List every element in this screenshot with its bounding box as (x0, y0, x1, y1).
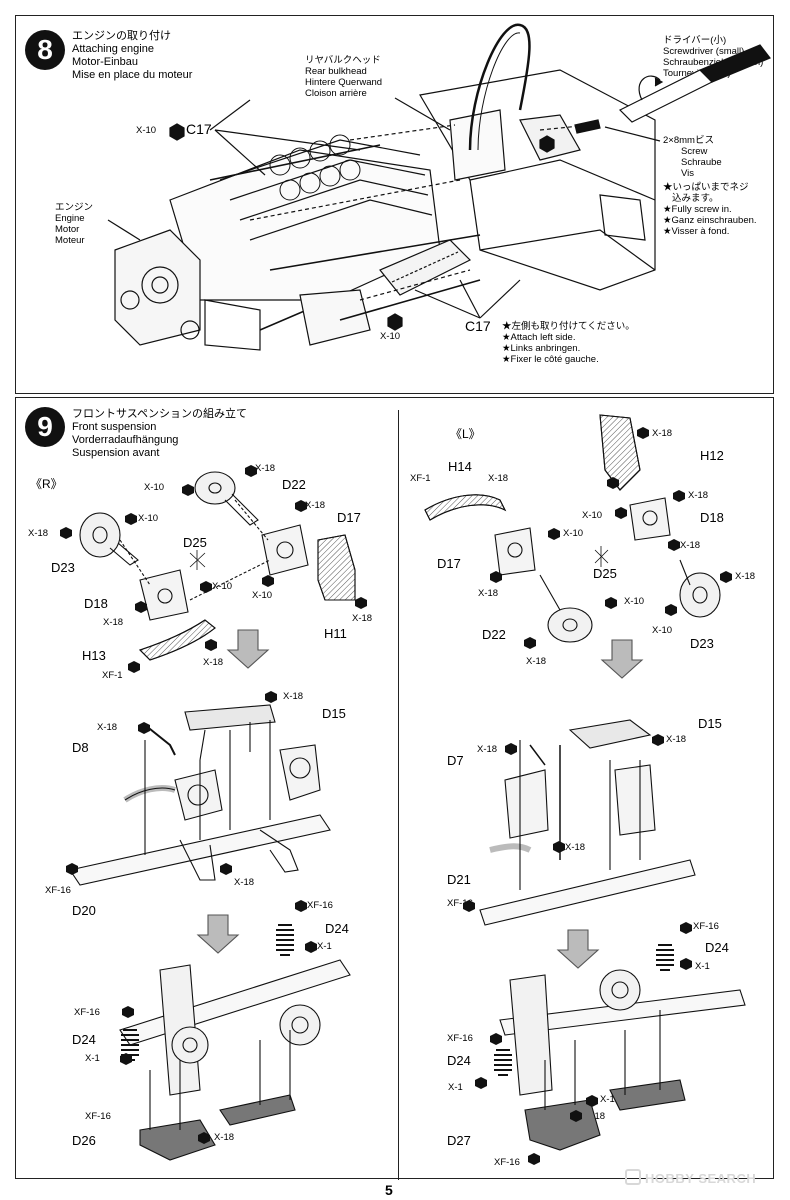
screw-note: ★いっぱいまでネジ 込みます。 ★Fully screw in. ★Ganz e… (663, 182, 757, 237)
fastener-x10-bottom: X-10 (380, 331, 401, 342)
fastener-x18: X-18 (652, 428, 673, 439)
part-d24-l-left: D24 (447, 1053, 471, 1068)
fastener-x18: X-18 (352, 613, 373, 624)
fastener-xf16: XF-16 (74, 1007, 100, 1018)
engine-label: エンジン Engine Motor Moteur (55, 202, 94, 246)
part-d7-l: D7 (447, 753, 464, 768)
step-8-frame (15, 15, 774, 394)
fastener-x18: X-18 (477, 744, 498, 755)
fastener-x18: X-18 (666, 734, 687, 745)
fastener-x18: X-18 (600, 1094, 621, 1105)
fastener-xf16: XF-16 (447, 1033, 473, 1044)
part-d27-l: D27 (447, 1133, 471, 1148)
fastener-xf16: XF-16 (45, 885, 71, 896)
part-d21-l: D21 (447, 872, 471, 887)
screw-label: 2×8mmビス Screw Schraube Vis (663, 135, 722, 179)
fastener-x10: X-10 (212, 581, 233, 592)
part-d8-r: D8 (72, 740, 89, 755)
part-d26-r: D26 (72, 1133, 96, 1148)
part-d22-l: D22 (482, 627, 506, 642)
fastener-x10: X-10 (144, 482, 165, 493)
rear-bulkhead-label: リヤバルクヘッド Rear bulkhead Hintere Querwand … (305, 55, 383, 99)
part-d17-l: D17 (437, 556, 461, 571)
part-d17-r: D17 (337, 510, 361, 525)
fastener-x18: X-18 (234, 877, 255, 888)
part-d24-r-top: D24 (325, 921, 349, 936)
fastener-x10-top: X-10 (136, 125, 157, 136)
fastener-xf1: XF-1 (102, 670, 123, 681)
watermark: HOBBY SEARCH (625, 1169, 756, 1186)
fastener-xf16: XF-16 (494, 1157, 520, 1168)
part-c17-top: C17 (186, 121, 212, 137)
right-side-label: 《R》 (30, 477, 63, 491)
part-d18-r: D18 (84, 596, 108, 611)
part-d20-r: D20 (72, 903, 96, 918)
fastener-x18: X-18 (203, 657, 224, 668)
watermark-text: HOBBY SEARCH (645, 1171, 757, 1186)
fastener-x18: X-18 (688, 490, 709, 501)
fastener-x10: X-10 (252, 590, 273, 601)
fastener-x18: X-18 (526, 656, 547, 667)
part-d23-l: D23 (690, 636, 714, 651)
step-9-title: フロントサスペンションの組み立て Front suspension Vorder… (72, 408, 248, 459)
fastener-x10: X-10 (563, 528, 584, 539)
step-8-number: 8 (25, 30, 65, 70)
watermark-logo-icon (625, 1169, 641, 1185)
part-h13-r: H13 (82, 648, 106, 663)
left-side-label: 《L》 (450, 427, 481, 441)
part-h11-r: H11 (324, 626, 347, 641)
fastener-x1: X-1 (317, 941, 332, 952)
fastener-x18: X-18 (680, 540, 701, 551)
step-9-divider (398, 410, 399, 1180)
part-d24-l-top: D24 (705, 940, 729, 955)
page-number: 5 (385, 1182, 393, 1198)
part-d25-r: D25 (183, 535, 207, 550)
fastener-x10: X-10 (138, 513, 159, 524)
fastener-x18: X-18 (488, 473, 509, 484)
part-h14-l: H14 (448, 459, 472, 474)
fastener-x1: X-1 (695, 961, 710, 972)
fastener-x18: X-18 (28, 528, 49, 539)
fastener-xf1: XF-1 (410, 473, 431, 484)
engine-assembly-drawing (107, 23, 771, 351)
fastener-x18: X-18 (305, 500, 326, 511)
left-side-note: ★左側も取り付けてください。 ★Attach left side. ★Links… (502, 321, 635, 365)
fastener-x1: X-1 (448, 1082, 463, 1093)
part-d23-r: D23 (51, 560, 75, 575)
part-d15-l: D15 (698, 716, 722, 731)
part-d24-r-left: D24 (72, 1032, 96, 1047)
part-h12-l: H12 (700, 448, 724, 463)
fastener-x18: X-18 (478, 588, 499, 599)
fastener-x18: X-18 (103, 617, 124, 628)
part-c17-bottom: C17 (465, 318, 491, 334)
fastener-x10: X-10 (582, 510, 603, 521)
fastener-x1: X-1 (85, 1053, 100, 1064)
fastener-x18: X-18 (214, 1132, 235, 1143)
fastener-x18: X-18 (255, 463, 276, 474)
part-d25-l: D25 (593, 566, 617, 581)
fastener-x18: X-18 (97, 722, 118, 733)
part-d18-l: D18 (700, 510, 724, 525)
step-8-title: エンジンの取り付け Attaching engine Motor-Einbau … (72, 30, 193, 81)
fastener-xf16: XF-16 (447, 898, 473, 909)
fastener-x10: X-10 (624, 596, 645, 607)
fastener-x18: X-18 (565, 842, 586, 853)
fastener-xf16: XF-16 (85, 1111, 111, 1122)
fastener-xf16: XF-16 (307, 900, 333, 911)
fastener-xf16: XF-16 (693, 921, 719, 932)
fastener-x18: X-18 (735, 571, 756, 582)
part-d22-r: D22 (282, 477, 306, 492)
part-d15-r: D15 (322, 706, 346, 721)
step-9-number: 9 (25, 407, 65, 447)
fastener-x10: X-10 (652, 625, 673, 636)
fastener-x18: X-18 (283, 691, 304, 702)
step-9-frame (15, 397, 774, 1179)
